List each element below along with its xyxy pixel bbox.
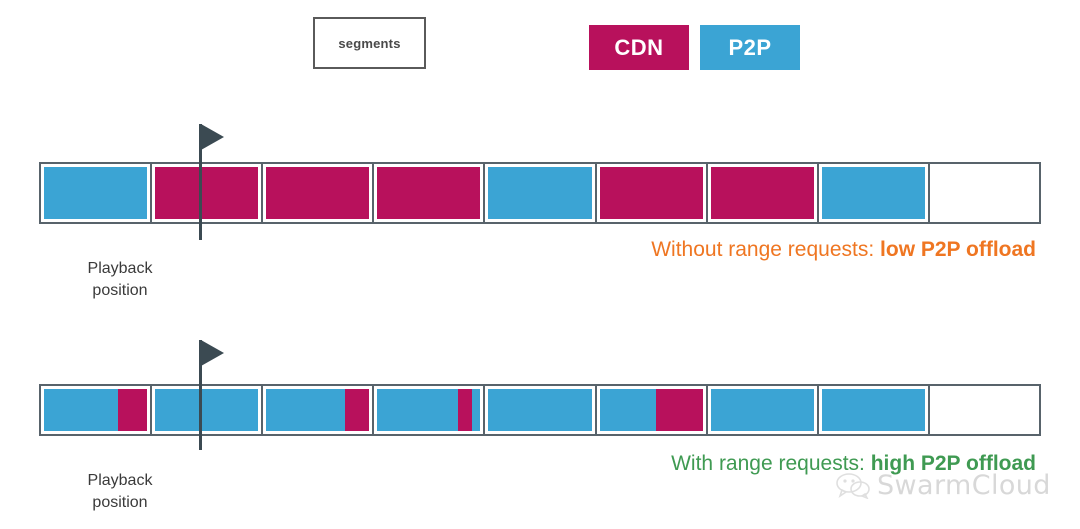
caption-prefix-1: Without range requests: — [651, 238, 881, 261]
segment-fill-cdn — [266, 167, 370, 219]
playback-position-label-1: Playback position — [45, 258, 195, 301]
segment-fill-p2p — [488, 389, 592, 431]
segment-fill-p2p — [472, 389, 481, 431]
playback-label-line1: Playback — [87, 260, 153, 277]
segment-fill-cdn — [118, 389, 148, 431]
timeline-bar-without-range-requests — [39, 162, 1041, 224]
segment-fill-cdn — [155, 167, 259, 219]
playhead-marker-timeline-2 — [194, 340, 234, 450]
legend-chip-cdn: CDN — [589, 25, 689, 70]
timeline-segment — [152, 164, 264, 222]
playhead-pole — [199, 340, 203, 450]
segment-fill-p2p — [710, 389, 814, 431]
timeline-segment — [485, 386, 597, 434]
timeline-bar-with-range-requests — [39, 384, 1041, 436]
playhead-marker-timeline-1 — [194, 124, 234, 240]
segment-fill-cdn — [599, 167, 703, 219]
timeline-segment — [818, 164, 930, 222]
segment-fill-p2p — [155, 389, 259, 431]
watermark-text: SwarmCloud — [877, 470, 1051, 501]
segment-fill-p2p — [44, 389, 119, 431]
playback-label-line2: position — [92, 493, 148, 511]
segment-fill-cdn — [457, 389, 473, 431]
segment-fill-p2p — [377, 389, 458, 431]
playhead-flag-icon — [201, 124, 225, 150]
segment-fill-p2p — [599, 389, 657, 431]
timeline-segment — [374, 386, 486, 434]
segment-fill-p2p — [488, 167, 592, 219]
timeline-segment — [818, 386, 930, 434]
timeline-segment — [41, 164, 153, 222]
legend-chip-p2p: P2P — [700, 25, 800, 70]
segment-fill-empty — [932, 389, 1036, 431]
segment-fill-p2p — [821, 389, 925, 431]
timeline-segment — [929, 386, 1039, 434]
timeline-segment — [596, 386, 708, 434]
playhead-flag-icon — [201, 340, 225, 366]
timeline-segment — [485, 164, 597, 222]
segment-fill-cdn — [656, 389, 703, 431]
wechat-bubble-icon — [836, 472, 870, 499]
playhead-pole — [199, 124, 203, 240]
segment-fill-p2p — [266, 389, 345, 431]
playback-label-line2: position — [92, 281, 148, 299]
legend-cdn-label: CDN — [614, 34, 664, 60]
caption-without-range-requests: Without range requests: low P2P offload — [651, 238, 1036, 262]
caption-emphasis-1: low P2P offload — [880, 238, 1036, 261]
timeline-segment — [707, 386, 819, 434]
legend-p2p-label: P2P — [728, 34, 772, 60]
swarmcloud-watermark: SwarmCloud — [836, 470, 1051, 501]
segment-fill-cdn — [377, 167, 481, 219]
timeline-segment — [152, 386, 264, 434]
timeline-segment — [707, 164, 819, 222]
caption-prefix-2: With range requests: — [671, 452, 871, 475]
timeline-segment — [929, 164, 1039, 222]
timeline-segment — [596, 164, 708, 222]
timeline-segment — [263, 164, 375, 222]
caption-emphasis-2: high P2P offload — [870, 452, 1036, 475]
segment-fill-p2p — [44, 167, 148, 219]
segment-fill-empty — [932, 167, 1036, 219]
segment-fill-p2p — [821, 167, 925, 219]
timeline-segment — [41, 386, 153, 434]
legend-segments-label: segments — [338, 35, 401, 51]
caption-with-range-requests: With range requests: high P2P offload — [671, 452, 1036, 476]
timeline-segment — [263, 386, 375, 434]
playback-position-label-2: Playback position — [45, 470, 195, 513]
segment-fill-cdn — [710, 167, 814, 219]
segment-fill-cdn — [344, 389, 370, 431]
legend-segments-box: segments — [313, 17, 426, 69]
timeline-segment — [374, 164, 486, 222]
playback-label-line1: Playback — [87, 472, 153, 489]
